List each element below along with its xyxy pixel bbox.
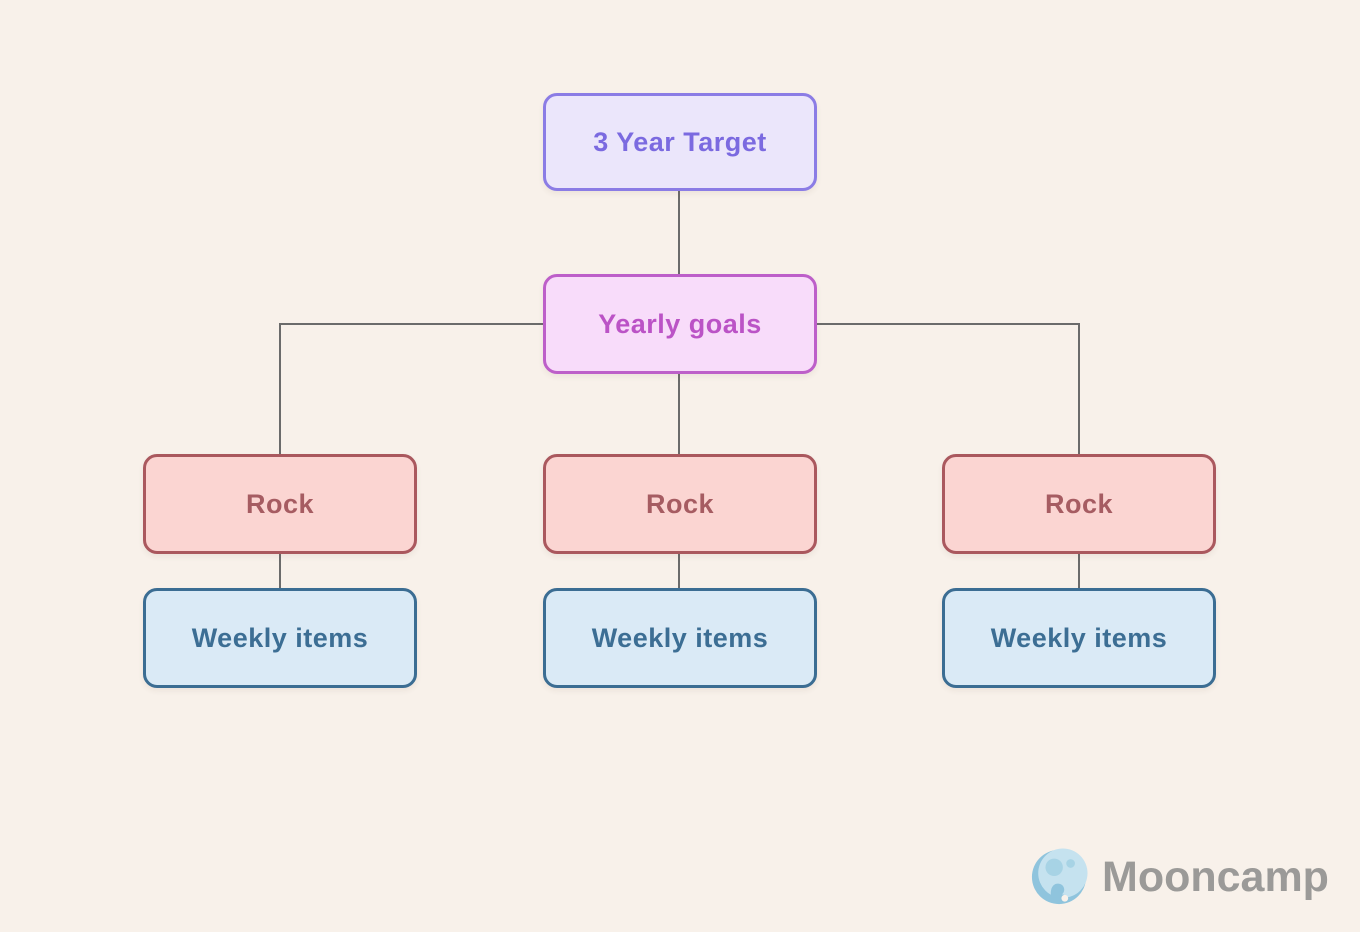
- node-weekly-items-label: Weekly items: [990, 622, 1168, 653]
- mooncamp-logo-text: Mooncamp: [1102, 853, 1329, 901]
- connector-yearly-center-rock: [678, 372, 680, 455]
- node-3-year-target-label: 3 Year Target: [593, 126, 767, 157]
- moon-icon: [1031, 848, 1088, 905]
- connector-rock-weekly-right: [1078, 554, 1080, 588]
- node-weekly-items-label: Weekly items: [591, 622, 769, 653]
- node-rock-label: Rock: [245, 488, 315, 519]
- connector-right-rock-drop: [1078, 323, 1080, 455]
- mooncamp-logo: Mooncamp: [1030, 848, 1329, 906]
- node-weekly-items-right: Weekly items: [942, 588, 1216, 688]
- connector-target-yearly: [678, 190, 680, 275]
- node-rock-right: Rock: [942, 454, 1216, 554]
- connector-rock-weekly-center: [678, 554, 680, 588]
- connector-left-rock-drop: [279, 323, 281, 455]
- connector-yearly-right-horizontal: [816, 323, 1080, 325]
- node-rock-center: Rock: [543, 454, 817, 554]
- node-rock-left: Rock: [143, 454, 417, 554]
- connector-yearly-left-horizontal: [280, 323, 543, 325]
- node-weekly-items-label: Weekly items: [191, 622, 369, 653]
- node-3-year-target: 3 Year Target: [543, 93, 817, 191]
- node-yearly-goals-label: Yearly goals: [598, 308, 762, 339]
- node-rock-label: Rock: [1044, 488, 1114, 519]
- node-yearly-goals: Yearly goals: [543, 274, 817, 374]
- node-rock-label: Rock: [645, 488, 715, 519]
- node-weekly-items-center: Weekly items: [543, 588, 817, 688]
- connector-rock-weekly-left: [279, 554, 281, 588]
- node-weekly-items-left: Weekly items: [143, 588, 417, 688]
